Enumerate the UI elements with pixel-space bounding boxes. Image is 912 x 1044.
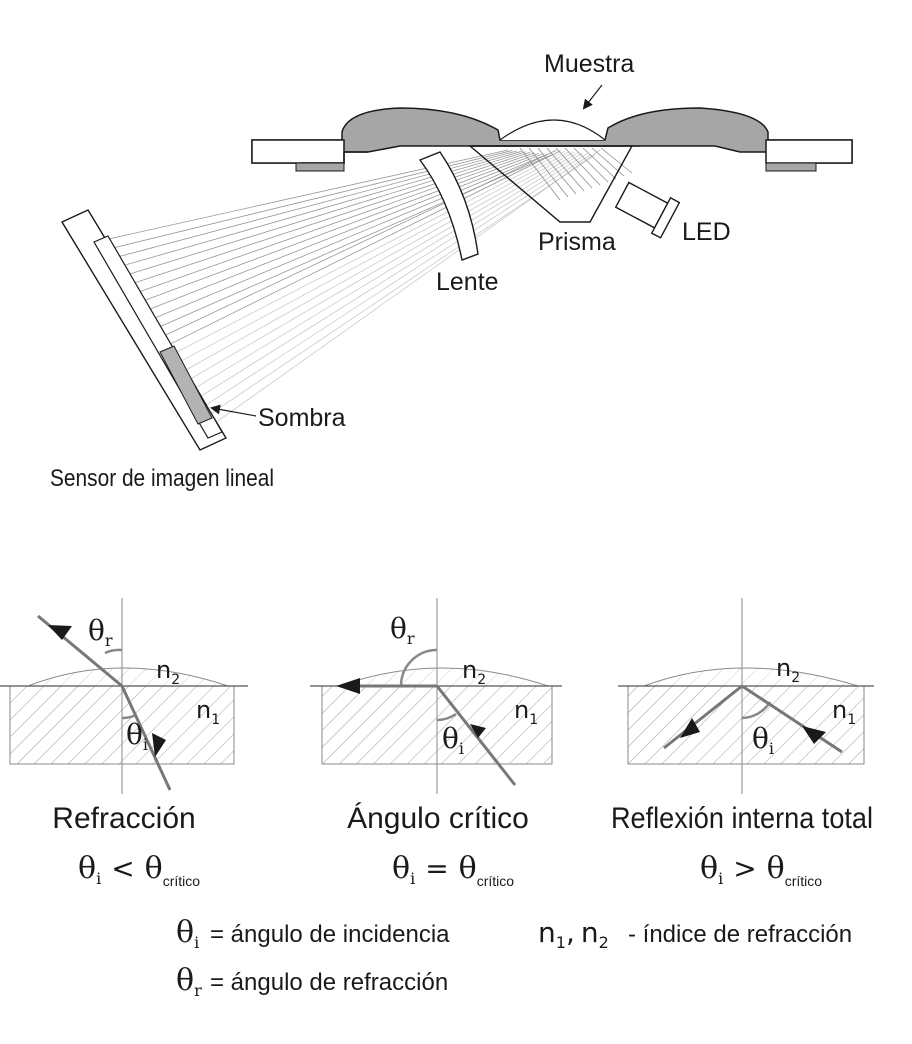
light-ray	[600, 147, 633, 174]
incident-ray	[120, 685, 172, 791]
theta-i-label: θi	[126, 718, 148, 754]
light-ray	[555, 147, 593, 189]
light-ray	[118, 151, 522, 268]
sample-dome	[27, 667, 229, 687]
shadow-leader-arrow	[210, 404, 257, 417]
n1-label: n1	[832, 696, 856, 728]
angle-arc-r	[104, 648, 123, 655]
led-shape	[614, 181, 681, 239]
light-ray	[546, 147, 585, 192]
sample-leader-arrow	[582, 84, 603, 110]
light-ray	[187, 152, 583, 393]
panel-title: Ángulo crítico	[347, 802, 529, 835]
legend-theta-r-text: = ángulo de refracción	[210, 969, 448, 996]
reflected-ray	[663, 684, 743, 750]
light-ray	[163, 150, 561, 348]
instrument-diagram: Muestra LED Prisma Lente Sombra Sensor d…	[50, 50, 853, 492]
ray-arrow-icon	[802, 726, 826, 744]
light-ray	[178, 151, 574, 375]
light-ray	[173, 151, 570, 366]
light-ray	[138, 152, 539, 304]
light-ray	[158, 149, 557, 339]
theta-r-label: θr	[88, 614, 113, 650]
light-ray	[582, 147, 617, 180]
n2-label: n2	[776, 654, 800, 686]
light-ray	[564, 147, 601, 186]
led-label: LED	[682, 218, 731, 246]
sensor-shape	[60, 209, 228, 451]
light-ray	[183, 152, 579, 384]
light-ray	[128, 152, 531, 286]
light-ray	[192, 153, 588, 402]
legend-theta-i: θi	[176, 915, 199, 952]
medium-n1	[627, 685, 865, 765]
ray-arrow-icon	[470, 724, 486, 738]
light-ray	[143, 153, 544, 312]
angle-arc-r	[399, 648, 438, 687]
ray-arrow-icon	[48, 625, 72, 640]
legend-theta-r: θr	[176, 963, 202, 1000]
condition-text: θi=θcrítico	[392, 851, 514, 889]
light-ray	[168, 150, 566, 357]
panel-total-internal-reflection: θi n2 n1 Reflexión interna total θi>θcrí…	[611, 598, 874, 889]
condition-text: θi>θcrítico	[700, 851, 822, 889]
legend: θi = ángulo de incidencia θr = ángulo de…	[176, 915, 852, 1000]
legend-n-text: - índice de refracción	[628, 921, 852, 948]
theta-r-label: θr	[390, 612, 415, 648]
panel-title: Reflexión interna total	[611, 802, 873, 835]
light-ray	[148, 153, 548, 321]
prism-shape	[468, 145, 634, 223]
shadow-label: Sombra	[258, 404, 346, 432]
light-ray	[123, 151, 526, 277]
light-ray	[519, 147, 561, 201]
n2-label: n2	[462, 656, 486, 688]
sample-dome	[339, 667, 549, 687]
light-ray	[528, 147, 569, 198]
ray-arrow-icon	[336, 678, 360, 694]
light-ray	[207, 149, 601, 429]
panel-title: Refracción	[52, 802, 195, 835]
light-ray	[197, 153, 592, 411]
n1-label: n1	[196, 696, 220, 728]
incident-ray	[435, 685, 517, 786]
panel-refraction: θr θi n2 n1 Refracción θi<θcrítico	[0, 598, 248, 889]
panel-critical-angle: θr θi n2 n1 Ángulo crítico θi=θcrítico	[310, 598, 562, 889]
legend-n-symbols: n1,n2	[538, 916, 609, 952]
light-ray	[537, 147, 577, 195]
sample-dome	[643, 667, 859, 687]
theta-i-label: θi	[752, 722, 774, 758]
lens-shape	[418, 151, 479, 261]
sensor-label: Sensor de imagen lineal	[50, 465, 274, 492]
n1-label: n1	[514, 696, 538, 728]
ray-arrow-icon	[152, 733, 166, 757]
theta-i-label: θi	[442, 722, 464, 758]
light-ray	[133, 152, 535, 295]
light-ray	[573, 147, 609, 183]
legend-theta-i-text: = ángulo de incidencia	[210, 921, 450, 948]
sample-label: Muestra	[544, 50, 634, 78]
lens-label: Lente	[436, 268, 499, 296]
shadow-region	[159, 345, 213, 425]
angle-arc-i	[436, 712, 457, 722]
n2-label: n2	[156, 656, 180, 688]
light-ray	[202, 154, 596, 420]
sample-housing	[251, 107, 853, 172]
ray-arrow-icon	[680, 718, 700, 738]
prism-label: Prisma	[538, 228, 616, 256]
light-rays	[103, 147, 633, 429]
incident-ray	[741, 684, 843, 754]
condition-text: θi<θcrítico	[78, 851, 200, 889]
